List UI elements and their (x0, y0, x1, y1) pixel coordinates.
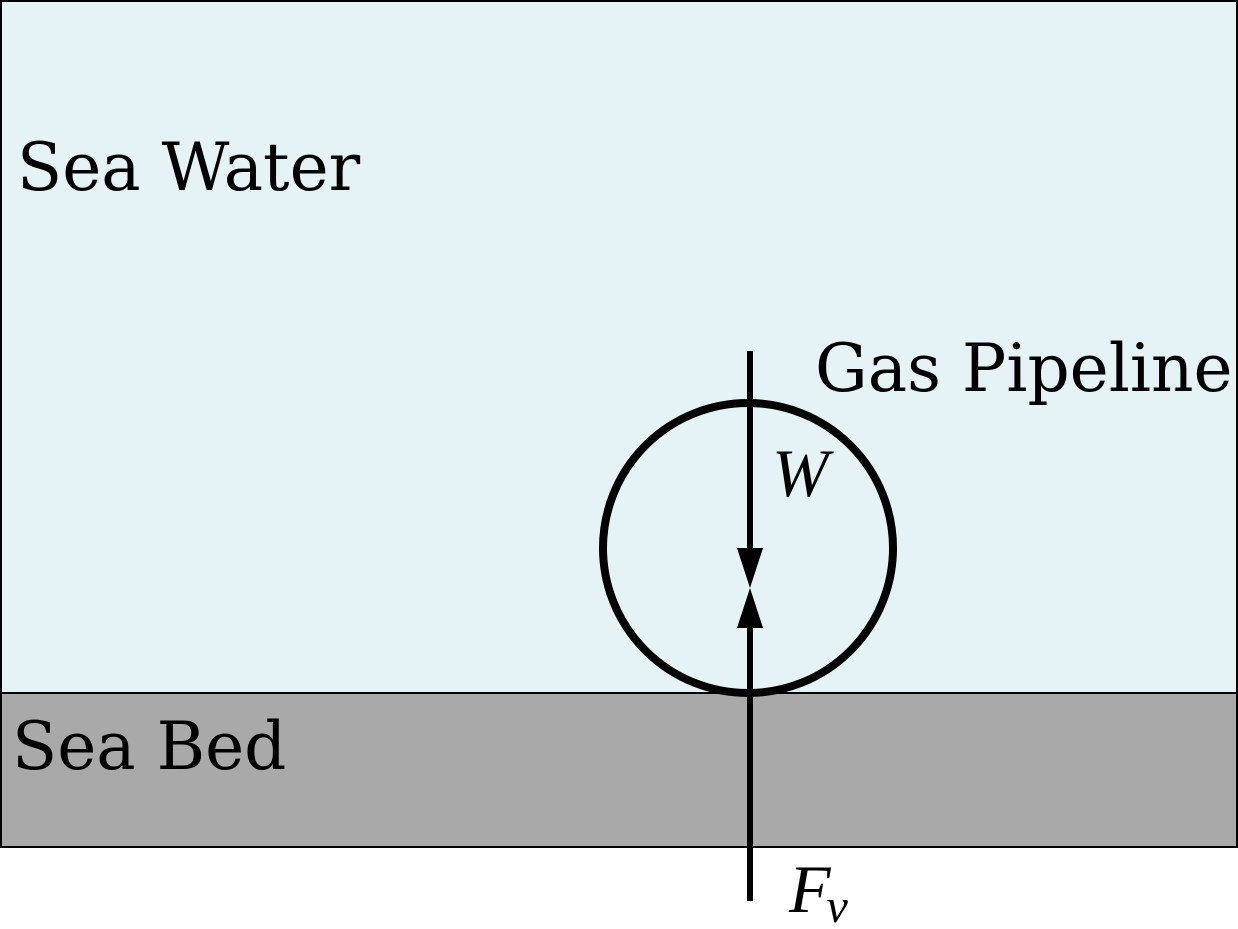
sea-bed-region (0, 692, 1238, 848)
sea-bed-label: Sea Bed (12, 708, 286, 785)
gas-pipeline-label: Gas Pipeline (815, 330, 1233, 407)
weight-label: W (772, 435, 834, 511)
vertical-force-label: Fv (788, 851, 849, 929)
sea-water-label: Sea Water (17, 129, 361, 206)
sea-water-region (0, 0, 1238, 694)
weight-arrowhead (737, 548, 763, 588)
vertical-force-symbol: F (788, 851, 832, 927)
vertical-force-arrowhead (737, 588, 763, 628)
vertical-force-subscript: v (827, 880, 849, 929)
